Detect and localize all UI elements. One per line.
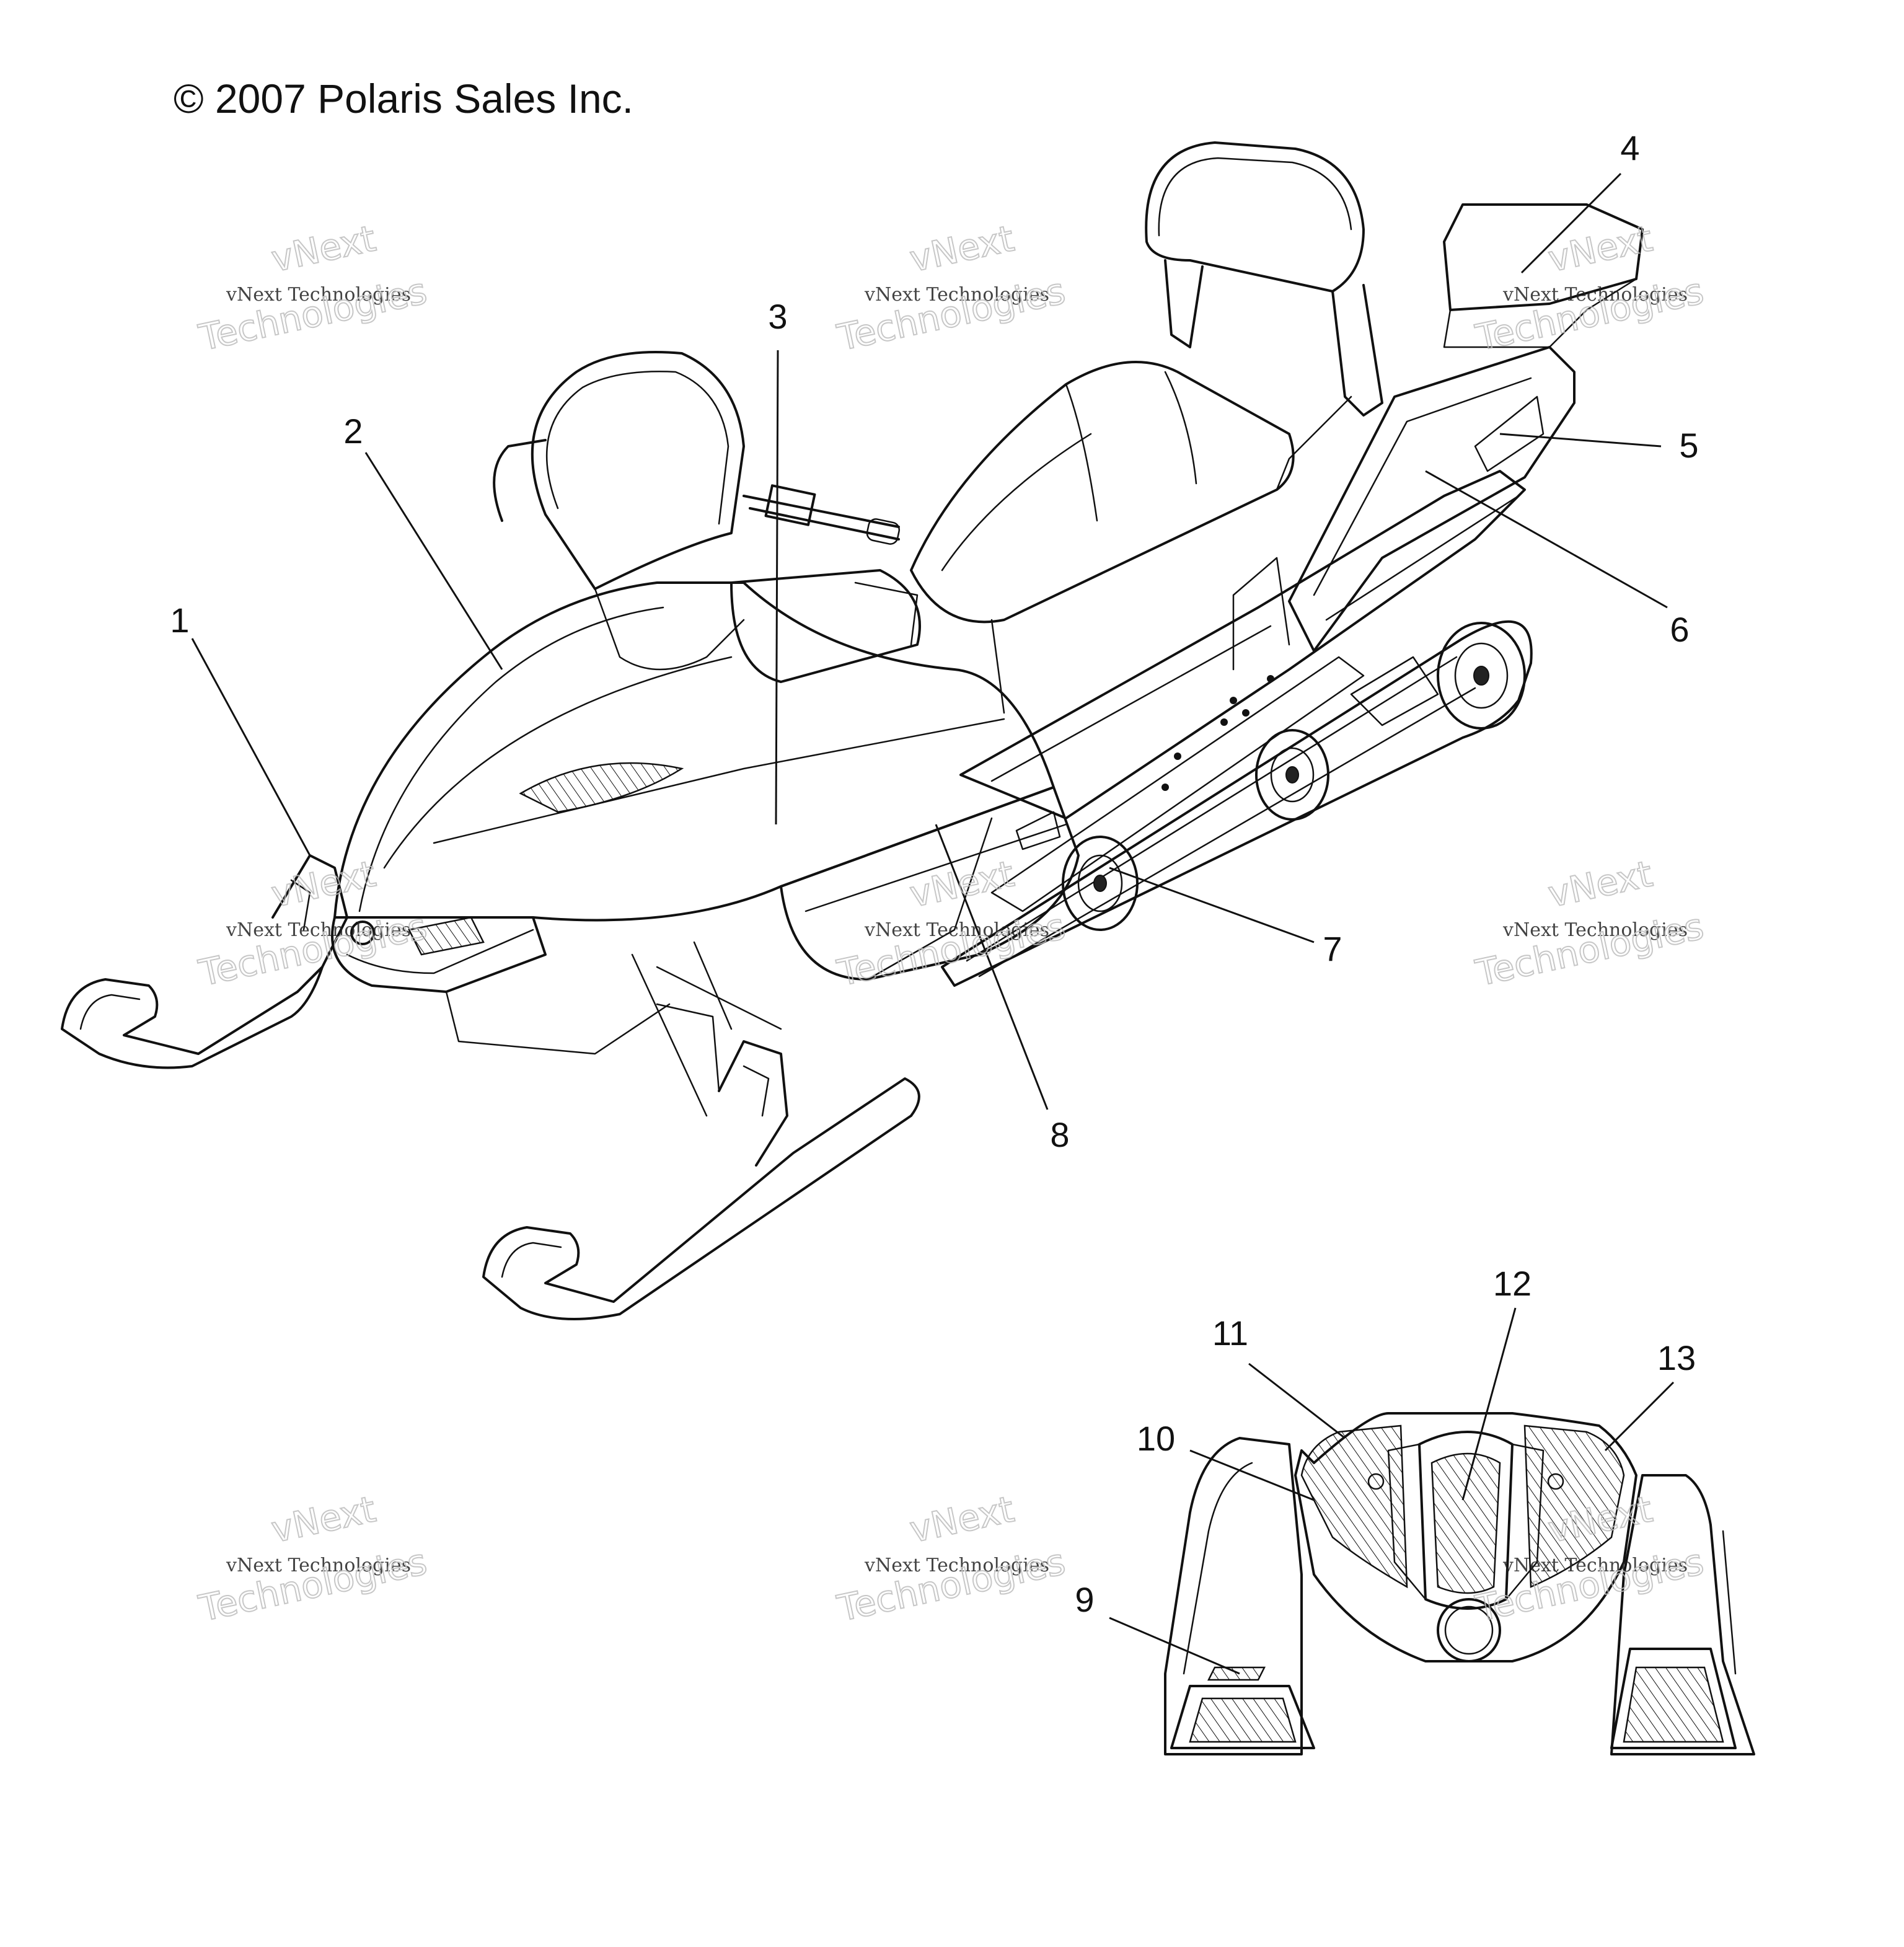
svg-text:vNext Technologies: vNext Technologies (864, 1555, 1049, 1576)
front-view-left-ski (1170, 1685, 1315, 1749)
console (730, 569, 921, 683)
svg-text:vNext: vNext (268, 217, 379, 280)
svg-text:Technologies: Technologies (1472, 270, 1708, 359)
front-view-right-panel (1610, 1474, 1755, 1755)
front-suspension (631, 941, 782, 1117)
watermark-3: vNext vNext Technologies Technologies (1471, 216, 1708, 360)
callout-1: 1 (170, 601, 189, 640)
left-ski (61, 854, 348, 1069)
front-view-decal-13 (1523, 1424, 1625, 1588)
idler-wheel-2 (1255, 729, 1329, 821)
idler-wheel-3 (1437, 622, 1526, 730)
front-view-right-ski (1610, 1648, 1737, 1749)
watermark-6: vNext vNext Technologies Technologies (1471, 852, 1708, 995)
svg-text:Technologies: Technologies (195, 270, 431, 359)
snowmobile-front-view (1164, 1412, 1755, 1755)
watermark-8: vNext vNext Technologies Technologies (833, 1487, 1070, 1630)
svg-text:vNext Technologies: vNext Technologies (1502, 919, 1688, 941)
callout-7: 7 (1323, 929, 1342, 968)
windshield (493, 351, 745, 671)
copyright-text: © 2007 Polaris Sales Inc. (174, 76, 633, 121)
front-view-decal-9 (1207, 1666, 1266, 1681)
front-view-headlight (1437, 1598, 1501, 1662)
tunnel (959, 470, 1526, 819)
watermark-1: vNext vNext Technologies Technologies (195, 216, 431, 360)
svg-text:vNext Technologies: vNext Technologies (864, 284, 1049, 306)
svg-text:Technologies: Technologies (195, 905, 431, 994)
callout-11: 11 (1212, 1313, 1248, 1353)
front-view-decal-10 (1300, 1424, 1408, 1589)
svg-text:vNext: vNext (1545, 852, 1656, 916)
svg-text:vNext Technologies: vNext Technologies (226, 284, 411, 306)
svg-text:Technologies: Technologies (1472, 905, 1708, 994)
side-panel (780, 786, 1080, 981)
svg-text:vNext Technologies: vNext Technologies (1502, 1555, 1688, 1576)
front-view-hood (1294, 1412, 1637, 1662)
watermark-9: vNext vNext Technologies Technologies (1471, 1487, 1708, 1630)
callout-2: 2 (343, 412, 363, 451)
svg-text:vNext Technologies: vNext Technologies (1502, 284, 1688, 306)
passenger-backrest (1145, 141, 1383, 491)
seat (910, 361, 1295, 714)
nose-bumper (331, 916, 671, 1055)
leader-lines (191, 172, 1675, 1675)
callout-3: 3 (768, 297, 787, 336)
svg-text:vNext Technologies: vNext Technologies (226, 1555, 411, 1576)
svg-text:vNext Technologies: vNext Technologies (864, 919, 1049, 941)
watermark-5: vNext vNext Technologies Technologies (833, 852, 1070, 995)
rear-cargo-box (1443, 203, 1644, 311)
front-view-decal-12 (1430, 1452, 1501, 1594)
svg-text:vNext Technologies: vNext Technologies (226, 919, 411, 941)
idler-wheel-1 (1062, 836, 1139, 931)
right-ski (482, 1003, 920, 1320)
callout-10: 10 (1137, 1419, 1175, 1458)
watermark-2: vNext vNext Technologies Technologies (833, 216, 1070, 360)
hood (333, 581, 1055, 922)
callout-8: 8 (1050, 1115, 1069, 1154)
svg-text:vNext: vNext (268, 852, 379, 916)
svg-text:vNext: vNext (1545, 217, 1656, 280)
callout-labels: 1 2 3 4 5 6 7 8 9 10 11 12 13 (170, 128, 1698, 1619)
callout-4: 4 (1620, 128, 1639, 167)
svg-text:vNext: vNext (906, 217, 1018, 280)
callout-9: 9 (1075, 1580, 1094, 1619)
front-view-left-panel (1164, 1437, 1303, 1755)
svg-text:Technologies: Technologies (195, 1540, 431, 1630)
snowmobile-side-view (61, 141, 1644, 1320)
svg-text:vNext: vNext (906, 1488, 1018, 1551)
callout-6: 6 (1670, 610, 1689, 649)
svg-text:Technologies: Technologies (834, 1540, 1069, 1630)
handlebar (743, 484, 901, 545)
svg-text:vNext: vNext (268, 1488, 379, 1551)
hood-vent (519, 762, 684, 813)
tunnel-rivets (1161, 675, 1274, 791)
watermarks: vNext vNext Technologies Technologies vN… (195, 216, 1708, 1630)
watermark-7: vNext vNext Technologies Technologies (195, 1487, 431, 1630)
callout-13: 13 (1657, 1338, 1696, 1377)
callout-5: 5 (1679, 426, 1698, 465)
watermark-4: vNext vNext Technologies Technologies (195, 852, 431, 995)
svg-text:Technologies: Technologies (834, 270, 1069, 359)
callout-12: 12 (1493, 1264, 1532, 1303)
rear-bumper-panel (1288, 346, 1576, 652)
